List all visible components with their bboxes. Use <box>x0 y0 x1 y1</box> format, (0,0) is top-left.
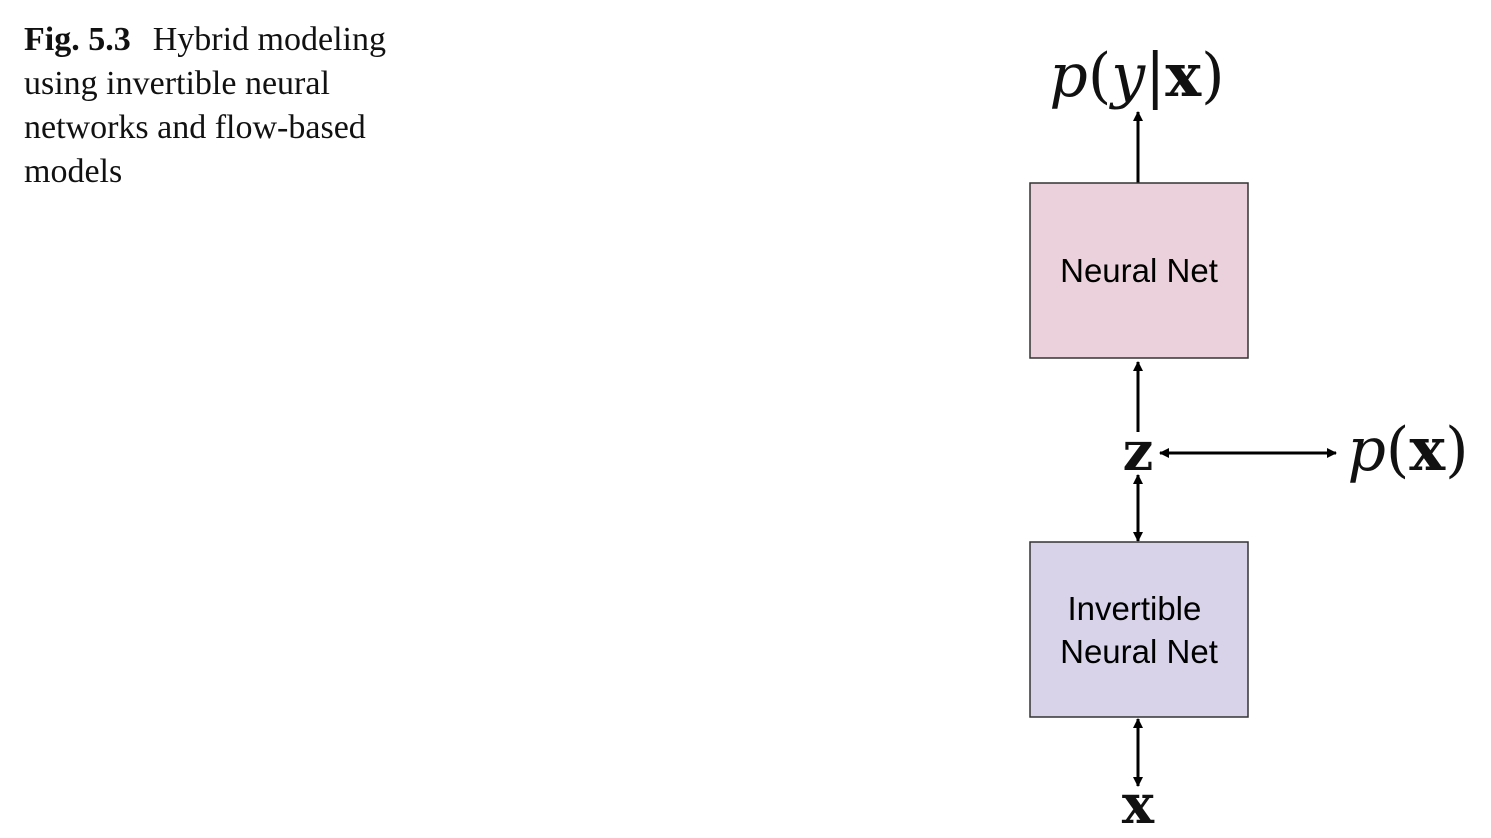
latent-variable-label: z <box>1123 419 1154 483</box>
x-symbol: x <box>1165 41 1202 111</box>
invertible-neural-net-box <box>1029 541 1249 718</box>
close-paren: ) <box>1445 415 1468 485</box>
conditional-output-label: p(y|x) <box>1049 41 1224 111</box>
y-symbol: y <box>1108 41 1146 111</box>
open-paren: ( <box>1088 41 1111 111</box>
marginal-output-label: p(x) <box>1347 415 1468 485</box>
neural-net-label: Neural Net <box>1060 252 1218 289</box>
open-paren: ( <box>1386 415 1409 485</box>
invertible-neural-net-label: Invertible Neural Net <box>1060 590 1218 670</box>
given-bar: | <box>1145 41 1165 111</box>
figure-caption-text: Hybrid modeling using invertible neural … <box>24 21 386 190</box>
figure-label: Fig. 5.3 <box>24 21 131 58</box>
close-paren: ) <box>1201 41 1224 111</box>
invertible-label-line2: Neural Net <box>1060 633 1218 670</box>
p-symbol: p <box>1347 415 1385 485</box>
input-variable-label: x <box>1122 772 1155 836</box>
invertible-label-line1: Invertible <box>1067 590 1201 627</box>
neural-net-box <box>1029 182 1249 359</box>
x-symbol: x <box>1409 415 1446 485</box>
p-symbol: p <box>1049 41 1087 111</box>
